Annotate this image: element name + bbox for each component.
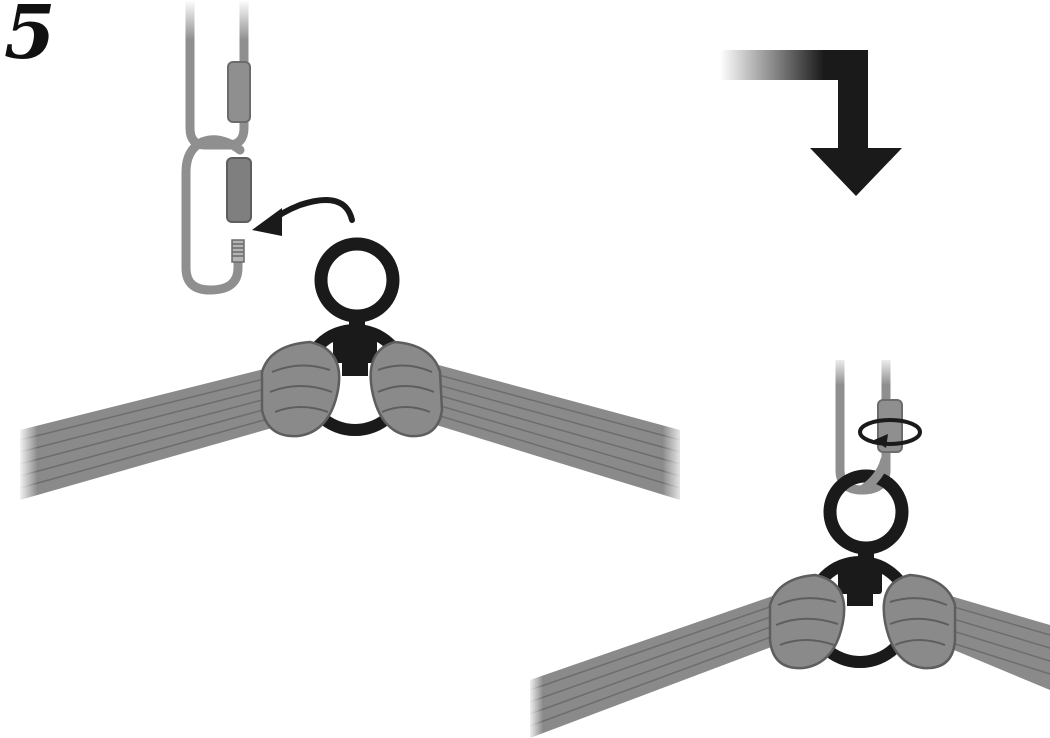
curved-arrow-icon [252,197,355,236]
upper-lock-sleeve [227,61,251,123]
thread-end [231,239,245,263]
left-knot-attached [768,573,846,670]
swivel-body-attached [838,566,882,594]
step-number: 5 [4,0,56,76]
left-knot [260,340,341,438]
bent-down-arrow-icon [720,50,902,196]
left-hammock [18,237,685,510]
right-knot-attached [882,573,957,670]
swivel-body [333,335,377,363]
right-knot [369,340,444,438]
rotate-arrow-icon [858,418,922,448]
swivel-eye-ring [314,237,400,323]
left-chain-assembly [181,0,253,295]
right-hammock [528,455,1050,738]
lower-lock-sleeve [226,157,252,223]
